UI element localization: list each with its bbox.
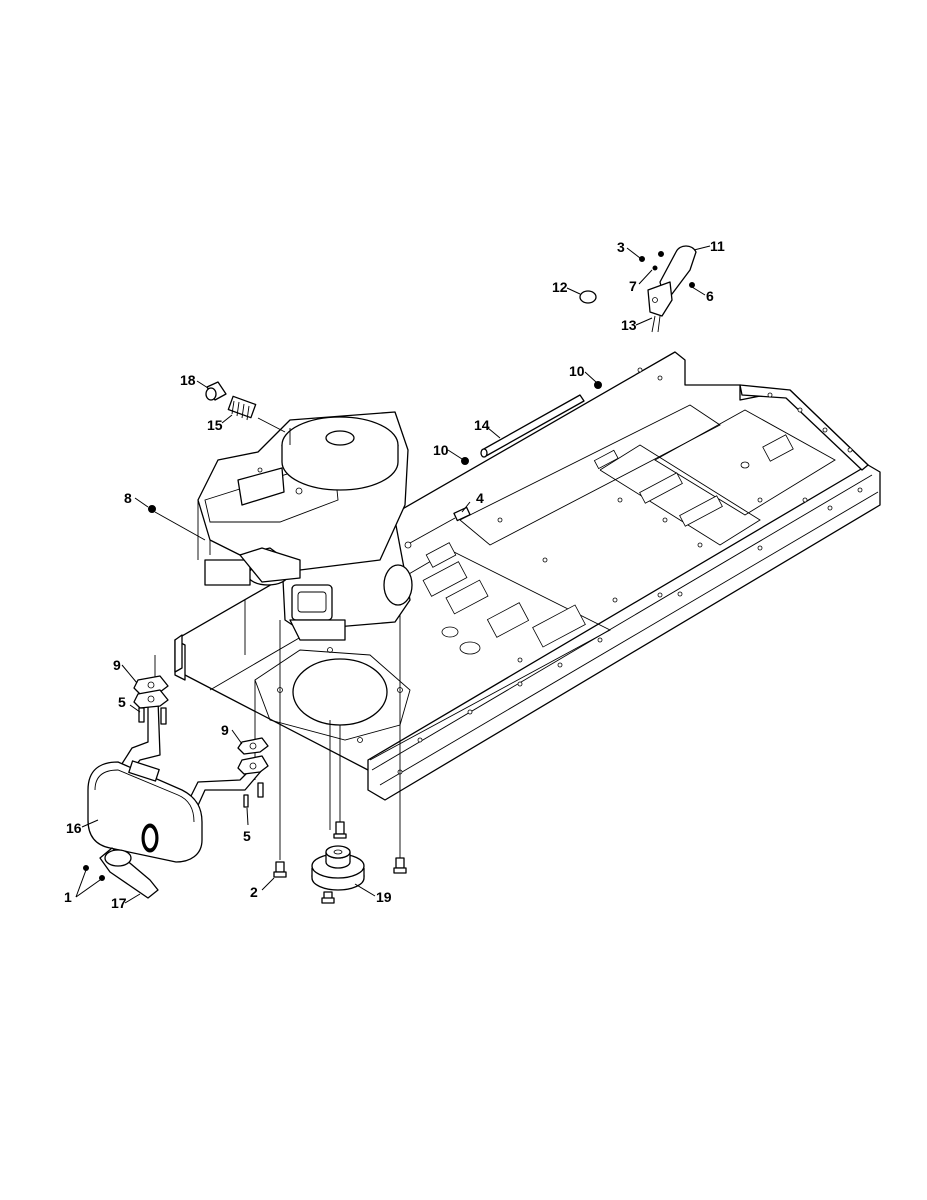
callouts: 1 2 3 4 5 5 6 7 8 9 9 10 10 11 12 13 14 … [64,238,725,911]
callout-10b: 10 [569,363,585,379]
callout-6: 6 [706,288,714,304]
callout-3: 3 [617,239,625,255]
callout-13: 13 [621,317,637,333]
exhaust-flange-right [237,755,269,775]
frame-holes [277,367,863,775]
throttle-screws [639,251,695,288]
callout-10a: 10 [433,442,449,458]
frame [174,351,881,801]
engine-bolt [273,821,407,904]
callout-15: 15 [207,417,223,433]
callout-14: 14 [474,417,490,433]
rod [480,394,585,458]
callout-1: 1 [64,889,72,905]
callout-4: 4 [476,490,484,506]
hex-nut [148,505,156,513]
screw [83,865,105,881]
callout-17: 17 [111,895,127,911]
hex-nut-rod [461,381,602,465]
sleeve [205,381,227,401]
callout-19: 19 [376,889,392,905]
callout-8: 8 [124,490,132,506]
exhaust-bolt [138,707,264,808]
plug-cap [579,290,597,304]
callout-18: 18 [180,372,196,388]
callout-5b: 5 [243,828,251,844]
filter-element [227,395,257,421]
exhaust-flange-left [133,689,169,709]
muffler [87,699,263,899]
callout-5a: 5 [118,694,126,710]
callout-7: 7 [629,278,637,294]
callout-9a: 9 [113,657,121,673]
exhaust-gasket-right [237,737,269,755]
callout-9b: 9 [221,722,229,738]
engine-pulley [311,845,365,891]
callout-16: 16 [66,820,82,836]
engine [197,411,413,641]
leader-lines [75,245,711,904]
callout-11: 11 [710,238,725,254]
callout-2: 2 [250,884,258,900]
fuel-fitting [453,506,471,522]
throttle-lever [647,245,697,333]
callout-12: 12 [552,279,568,295]
